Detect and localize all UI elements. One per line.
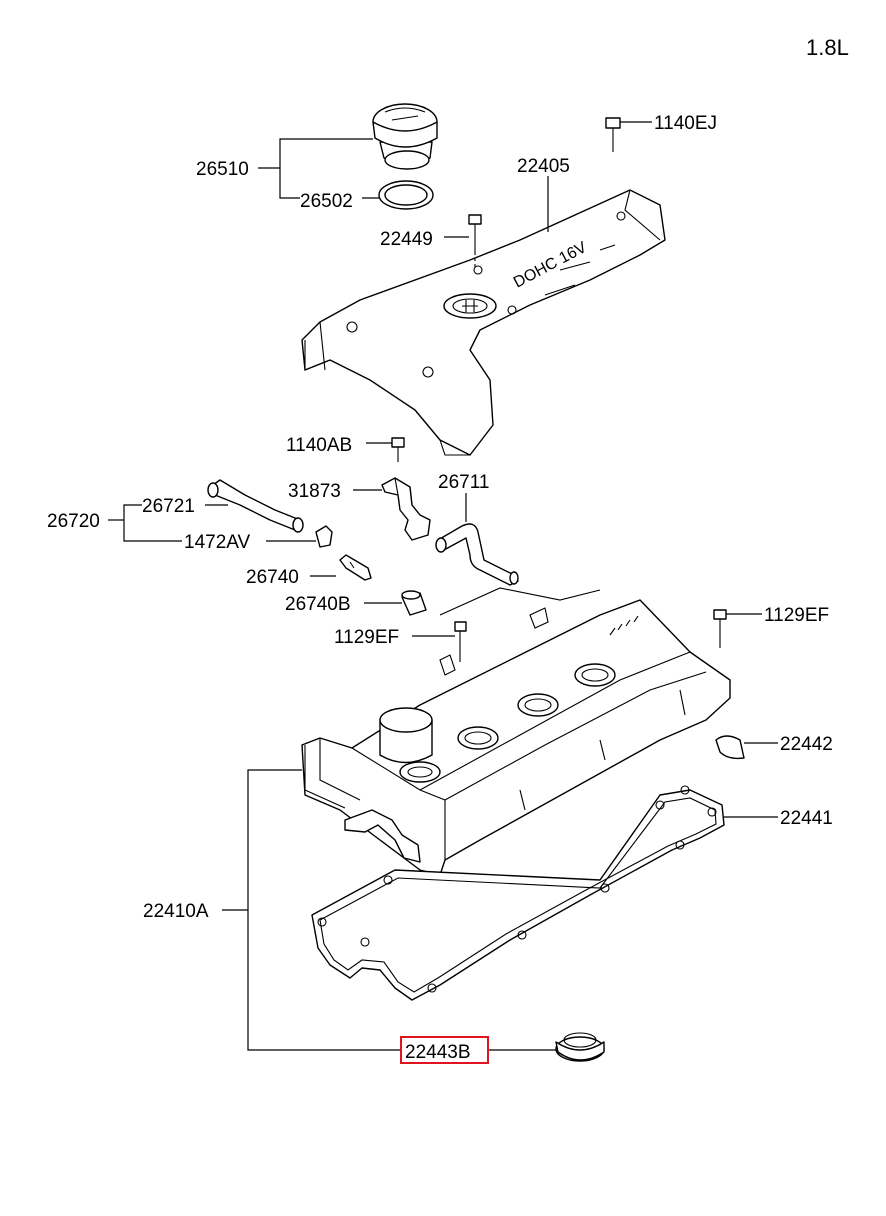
label-26721: 26721 (142, 496, 195, 517)
label-26740b: 26740B (285, 594, 351, 615)
grommet-26740b-drawing (401, 590, 427, 616)
label-26740: 26740 (246, 567, 299, 588)
hose-26721-drawing (207, 479, 304, 533)
label-22405: 22405 (517, 156, 570, 177)
label-22442: 22442 (780, 734, 833, 755)
cylinder-head-cover-drawing (301, 587, 731, 876)
filler-cap-gasket-drawing (378, 180, 434, 210)
label-26510: 26510 (196, 159, 249, 180)
valve-cover-gasket-drawing (311, 785, 725, 1001)
label-22443b: 22443B (405, 1042, 471, 1063)
bolt-1140ab-drawing (391, 437, 405, 462)
bolt-22449-drawing (468, 214, 482, 268)
bolt-1140ej-drawing (605, 117, 621, 152)
label-1472av: 1472AV (184, 532, 251, 553)
clip-1472av-drawing (315, 525, 333, 548)
label-26720: 26720 (47, 511, 100, 532)
label-1129ef-left: 1129EF (334, 627, 399, 648)
bolt-1129ef-left-drawing (454, 621, 467, 662)
label-1140ej: 1140EJ (654, 113, 717, 134)
bracket-26510-26502 (279, 138, 373, 199)
engine-cover-drawing: DOHC 16V (301, 189, 666, 456)
oil-filler-cap-drawing (372, 103, 438, 170)
hose-26711-drawing (435, 523, 519, 586)
pcv-valve-26740-drawing (339, 554, 372, 581)
half-moon-seal-22442-drawing (715, 735, 745, 760)
label-22441: 22441 (780, 808, 833, 829)
bracket-31873-drawing (381, 477, 431, 541)
label-1129ef-right: 1129EF (764, 605, 829, 626)
engine-size-label: 1.8L (806, 35, 849, 60)
bracket-26720 (123, 504, 182, 542)
label-1140ab: 1140AB (286, 435, 352, 456)
highlighted-part-box (400, 1036, 489, 1064)
label-26711: 26711 (438, 472, 489, 493)
label-31873: 31873 (288, 481, 341, 502)
label-22410a: 22410A (143, 901, 209, 922)
seal-22443b-drawing (555, 1032, 605, 1062)
label-26502: 26502 (300, 191, 353, 212)
label-22449: 22449 (380, 229, 433, 250)
bolt-1129ef-right-drawing (713, 609, 727, 648)
